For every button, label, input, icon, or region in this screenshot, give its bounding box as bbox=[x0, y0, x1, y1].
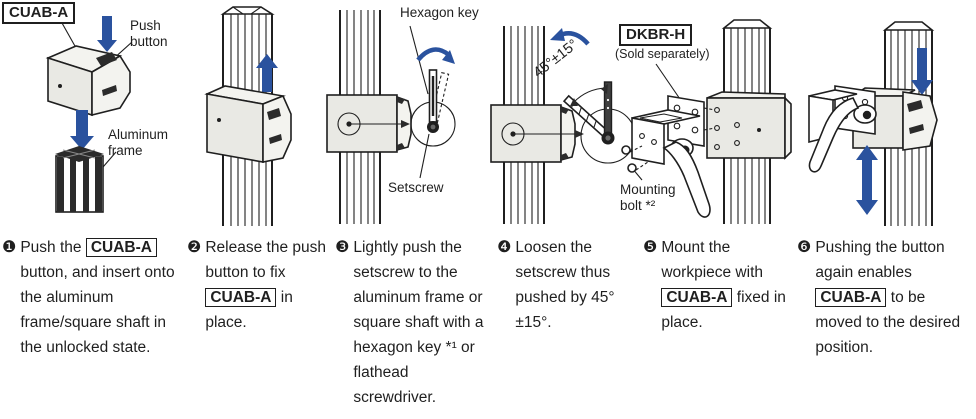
panel-step2 bbox=[195, 0, 315, 233]
step-number: ❸ bbox=[335, 239, 350, 256]
push-button-label: Push button bbox=[130, 18, 168, 49]
step4-illustration: 45°±15° bbox=[490, 26, 636, 224]
dkbr-h-part-label: DKBR-H bbox=[619, 24, 693, 46]
step-text: Lightly push the setscrew to the aluminu… bbox=[353, 239, 484, 406]
step-text: Pushing the button again enables CUAB-A … bbox=[815, 239, 961, 356]
step3-illustration bbox=[326, 10, 456, 224]
panel-step6 bbox=[795, 0, 976, 233]
step-3: ❸ Lightly push the setscrew to the alumi… bbox=[335, 235, 487, 410]
step-text: Push the CUAB-A button, and insert onto … bbox=[20, 238, 175, 356]
step-2: ❷ Release the push button to fix CUAB-A … bbox=[187, 235, 329, 335]
mounting-bolt-label: Mounting bolt *² bbox=[620, 182, 676, 213]
clamp-lever bbox=[662, 141, 711, 218]
step-6: ❻ Pushing the button again enables CUAB-… bbox=[797, 235, 973, 360]
step-number: ❶ bbox=[2, 239, 17, 256]
setscrew-label: Setscrew bbox=[388, 180, 444, 195]
step1-illustration bbox=[45, 16, 133, 213]
step-number: ❷ bbox=[187, 239, 202, 256]
step-number: ❺ bbox=[643, 239, 658, 256]
push-button bbox=[96, 52, 117, 66]
step-1: ❶ Push the CUAB-A button, and insert ont… bbox=[2, 235, 184, 360]
sold-separately-label: (Sold separately) bbox=[615, 47, 710, 61]
step-number: ❹ bbox=[497, 239, 512, 256]
rotate-cw-arrow-icon bbox=[416, 47, 451, 62]
cuab-a-part-label: CUAB-A bbox=[2, 2, 76, 24]
step-4: ❹ Loosen the setscrew thus pushed by 45°… bbox=[497, 235, 637, 335]
panel-step4: 45°±15° bbox=[482, 0, 644, 233]
panel-step1: CUAB-A Push button Aluminum frame bbox=[0, 0, 190, 233]
step2-illustration bbox=[204, 6, 292, 226]
step6-illustration bbox=[808, 21, 938, 226]
down-arrow-icon bbox=[911, 48, 933, 95]
step-5: ❺ Mount the workpiece with CUAB-A fixed … bbox=[643, 235, 791, 335]
step-text: Mount the workpiece with CUAB-A fixed in… bbox=[661, 239, 786, 331]
hexagon-key-label: Hexagon key bbox=[400, 5, 479, 20]
mounting-bolt bbox=[621, 145, 631, 155]
pointer-arrow-icon bbox=[401, 120, 410, 128]
down-arrow-icon bbox=[97, 16, 117, 52]
step-text: Release the push button to fix CUAB-A in… bbox=[205, 239, 326, 331]
part-number-box: CUAB-A bbox=[815, 288, 887, 307]
step5-illustration bbox=[621, 19, 792, 224]
panel-step5: DKBR-H (Sold separately) Mounting bolt *… bbox=[612, 0, 792, 233]
part-number-box: CUAB-A bbox=[85, 238, 157, 257]
mounting-bolt bbox=[627, 163, 637, 173]
part-number-box: CUAB-A bbox=[661, 288, 733, 307]
part-number-box: CUAB-A bbox=[205, 288, 277, 307]
step-number: ❻ bbox=[797, 239, 812, 256]
dkbr-bracket bbox=[667, 95, 705, 147]
down-arrow-icon bbox=[70, 110, 94, 150]
panel-step3: Hexagon key Setscrew bbox=[322, 0, 482, 233]
step-text: Loosen the setscrew thus pushed by 45° ±… bbox=[515, 239, 615, 331]
up-arrow-icon bbox=[256, 54, 278, 92]
pointer-arrow-icon bbox=[575, 130, 584, 138]
aluminum-frame-label: Aluminum frame bbox=[108, 127, 169, 158]
double-arrow-icon bbox=[856, 145, 878, 215]
clamp-lever bbox=[808, 97, 860, 173]
